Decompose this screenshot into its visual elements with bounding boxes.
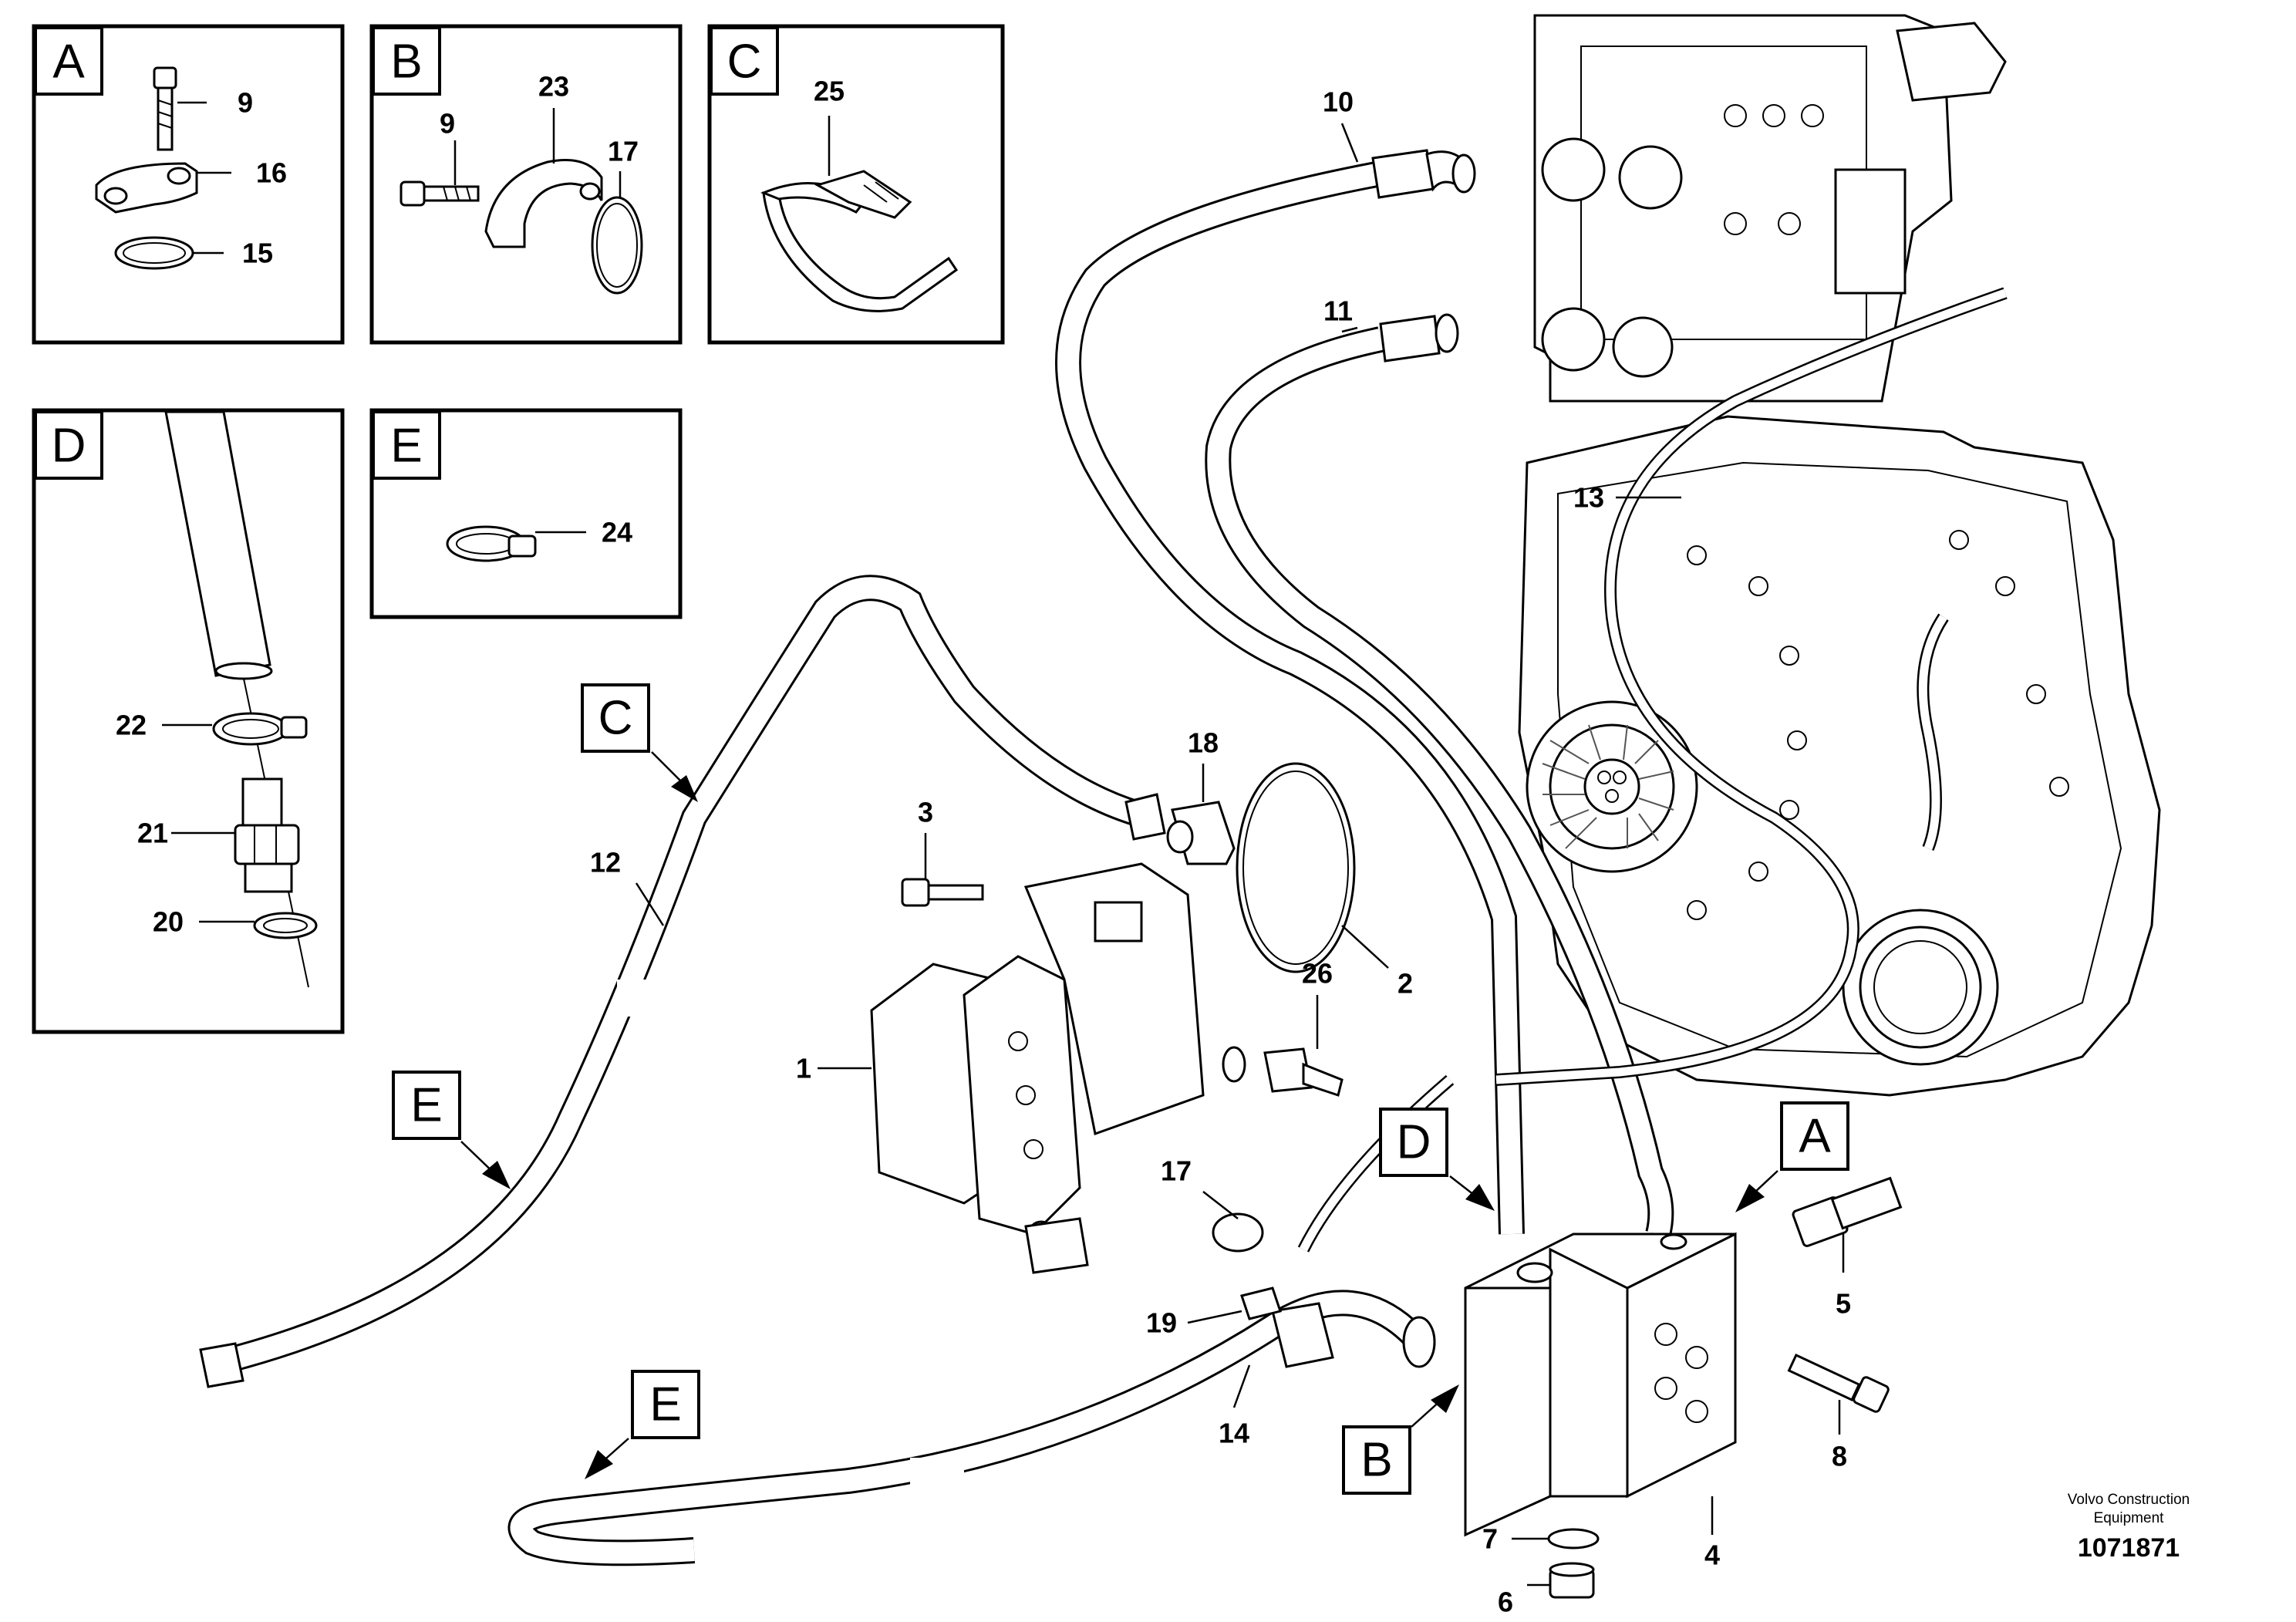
callout-10: 10 [1323,86,1354,118]
fitting-5 [1792,1176,1903,1247]
hose-13 [1495,287,2008,1086]
brand-line-2: Equipment [2094,1510,2165,1526]
svg-text:C: C [598,692,633,745]
callout-b-17: 17 [608,136,639,167]
hose-clamp-icon [212,712,308,746]
brand-line-1: Volvo Construction [2068,1492,2190,1508]
strap-clamp-icon [760,170,959,312]
detail-panel-c-label: C [727,35,762,89]
detail-marker-e-left: E [392,1071,511,1189]
callout-6: 6 [1498,1587,1513,1618]
hose-14 [507,1290,1436,1566]
callout-14: 14 [1219,1418,1249,1449]
fitting-18 [1166,801,1236,865]
callout-a-15: 15 [242,238,273,269]
document-number: 1071871 [2078,1533,2180,1563]
detail-panel-d: D 22 21 20 [32,408,345,1034]
callout-17: 17 [1161,1155,1192,1187]
callout-8: 8 [1832,1441,1847,1472]
callout-numbers: 1 2 3 4 5 6 7 8 10 11 13 12 14 17 18 19 … [590,86,1851,1618]
o-ring-2 [1236,762,1356,973]
callout-13: 13 [1573,482,1604,514]
svg-text:E: E [410,1079,442,1132]
callout-b-9: 9 [440,108,455,140]
detail-panel-e: E 24 [369,408,683,619]
pump-assembly [870,862,1205,1274]
detail-marker-c: C [581,683,698,802]
callout-19: 19 [1146,1307,1177,1339]
bolt-icon [400,180,480,207]
bolt-icon [153,66,177,151]
hose-clamp-icon [446,525,537,562]
callout-leaders [635,123,1845,1587]
callout-18: 18 [1188,727,1219,759]
detail-panel-a: A 9 16 15 [32,24,345,345]
split-clamp-icon [484,159,603,248]
callout-12: 12 [590,847,621,878]
detail-panel-a-label: A [52,35,85,89]
callout-4: 4 [1704,1539,1720,1571]
hose-12 [199,575,1166,1388]
o-ring-icon [591,196,643,295]
detail-panel-b-label: B [390,35,422,89]
callout-d-20: 20 [153,906,184,938]
callout-e-24: 24 [602,517,632,548]
hose-10 [1055,149,1525,1235]
footer-credit: Volvo Construction Equipment 1071871 [2068,1492,2190,1563]
detail-marker-b: B [1342,1384,1459,1495]
callout-a-16: 16 [256,157,287,189]
svg-text:D: D [1397,1116,1431,1169]
flange-half-icon [95,162,198,214]
callout-2: 2 [1397,968,1413,1000]
valve-block [1464,1232,1737,1537]
hose-icon [164,410,273,680]
callout-d-21: 21 [137,818,168,849]
callout-3: 3 [918,797,933,828]
nipple-fitting-icon [234,777,300,893]
callout-5: 5 [1836,1288,1851,1320]
svg-text:B: B [1360,1434,1392,1487]
callout-d-22: 22 [116,710,147,741]
callout-26: 26 [1302,958,1333,990]
detail-panel-b: B 9 23 17 [369,24,683,345]
elbow-19 [1240,1286,1282,1320]
transmission-housing [1518,14,2161,1097]
callout-7: 7 [1482,1523,1498,1555]
svg-text:E: E [649,1378,681,1431]
fitting-26 [1222,1046,1344,1097]
detail-marker-d: D [1379,1108,1495,1211]
hose-11 [1205,313,1674,1238]
callout-b-23: 23 [538,71,569,103]
callout-a-9: 9 [238,87,253,119]
bolt-8 [1787,1354,1890,1413]
detail-panel-c: C 25 [707,24,1005,345]
plug-6 [1549,1562,1595,1599]
svg-text:A: A [1799,1110,1831,1163]
callout-11: 11 [1323,295,1353,327]
seal-7 [1547,1528,1600,1549]
callout-c-25: 25 [814,76,845,107]
seal-ring-icon [253,912,318,939]
o-ring-17 [1212,1212,1264,1253]
detail-marker-e-bottom: E [585,1370,700,1479]
detail-marker-a: A [1735,1101,1849,1212]
callout-1: 1 [796,1053,811,1084]
detail-panel-e-label: E [390,420,422,473]
bolt-3 [901,878,984,907]
detail-panel-d-label: D [52,420,86,473]
